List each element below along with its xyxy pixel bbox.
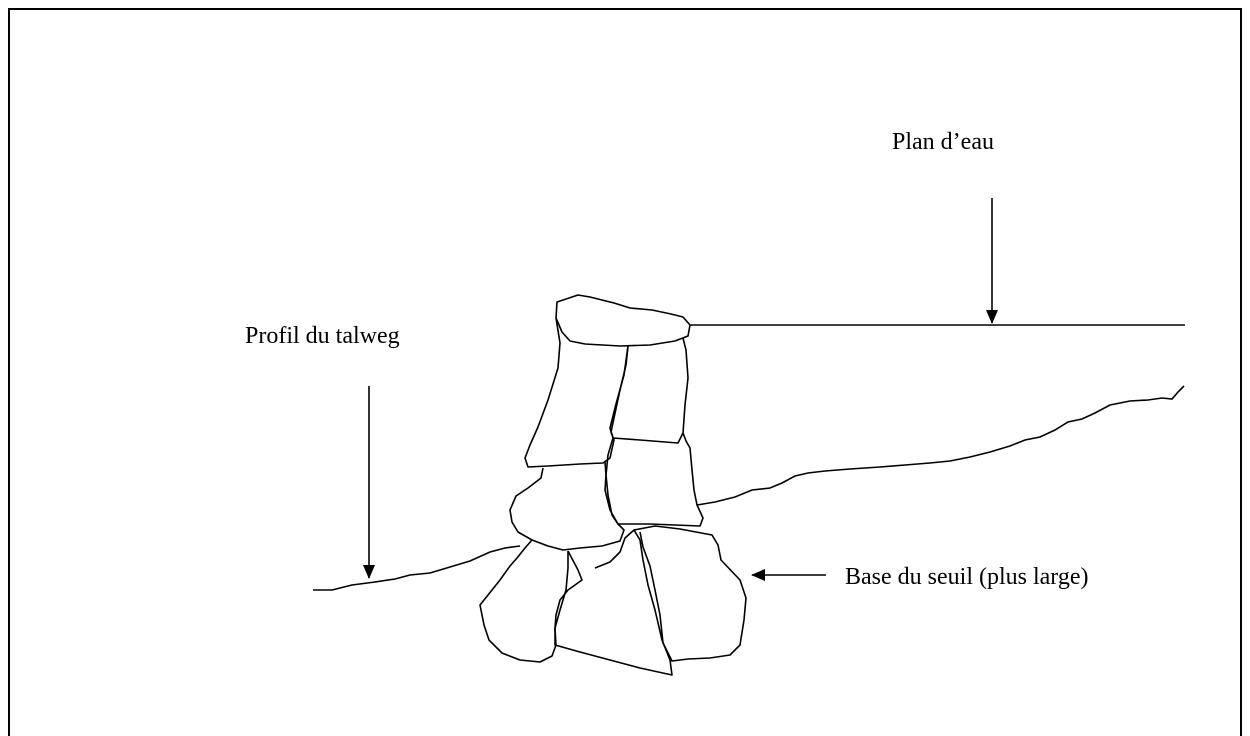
plan-eau-label: Plan d’eau bbox=[892, 129, 994, 155]
stone-top-cap bbox=[555, 294, 691, 347]
profil-talweg-label: Profil du talweg bbox=[245, 323, 400, 349]
talweg-profile-upstream bbox=[696, 385, 1185, 506]
stone-base-left bbox=[479, 539, 569, 663]
diagram-border bbox=[8, 8, 1242, 736]
stone-base-right bbox=[633, 525, 747, 662]
stone-upper-right bbox=[609, 337, 689, 444]
stone-middle-left bbox=[509, 461, 625, 551]
base-seuil-label: Base du seuil (plus large) bbox=[845, 564, 1089, 590]
stone-middle-right bbox=[605, 432, 704, 527]
stone-upper-left bbox=[524, 317, 629, 468]
stone-sill bbox=[479, 294, 747, 676]
stone-base-middle bbox=[554, 529, 673, 676]
talweg-profile-downstream bbox=[313, 545, 521, 591]
